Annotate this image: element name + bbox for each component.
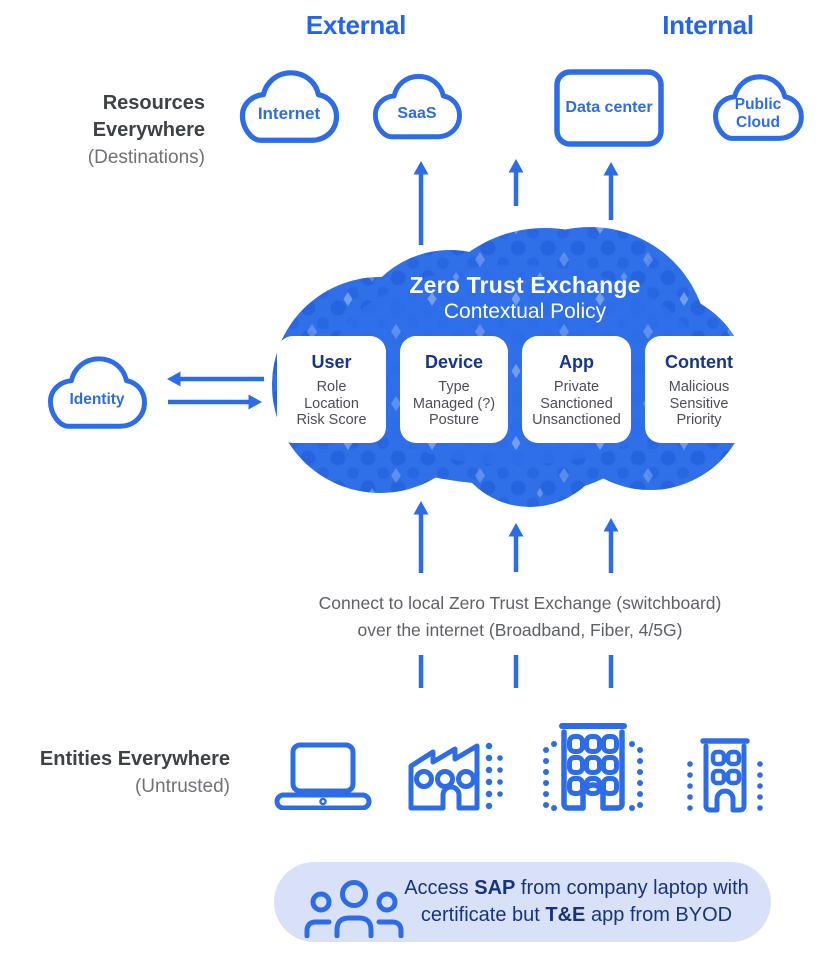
exchange-title-block: Zero Trust Exchange Contextual Policy bbox=[330, 272, 720, 325]
callout-line2: certificate but T&E app from BYOD bbox=[402, 902, 751, 929]
resources-everywhere-title: Resources Everywhere bbox=[92, 92, 205, 141]
office-building-icon bbox=[538, 718, 648, 814]
saas-cloud-icon: SaaS bbox=[366, 64, 468, 150]
branch-building-icon bbox=[683, 734, 767, 816]
identity-label: Identity bbox=[69, 391, 125, 409]
connect-note: Connect to local Zero Trust Exchange (sw… bbox=[250, 590, 790, 644]
data-center-label: Data center bbox=[565, 98, 653, 116]
user-card: User Role Location Risk Score bbox=[277, 336, 386, 443]
device-card-item: Posture bbox=[429, 412, 479, 428]
identity-cloud-icon: Identity bbox=[40, 345, 154, 441]
callout-line2-post: app from BYOD bbox=[585, 904, 733, 926]
callout-text: Access SAP from company laptop with cert… bbox=[402, 875, 751, 929]
user-card-item: Risk Score bbox=[296, 412, 367, 428]
user-card-item: Location bbox=[304, 395, 359, 412]
content-card-item: Malicious bbox=[668, 379, 730, 395]
laptop-icon bbox=[273, 742, 373, 810]
callout-line2-pre: certificate but bbox=[420, 904, 546, 926]
exchange-title: Zero Trust Exchange bbox=[409, 272, 641, 298]
content-card-item: Sensitive bbox=[669, 395, 729, 412]
connect-note-line2: over the internet (Broadband, Fiber, 4/5… bbox=[357, 620, 683, 640]
app-card-title: App bbox=[559, 352, 594, 372]
callout-line2-bold: T&E bbox=[545, 904, 586, 926]
internet-cloud-icon: Internet bbox=[232, 64, 346, 150]
callout-banner: Access SAP from company laptop with cert… bbox=[274, 862, 771, 942]
app-card-item: Unsanctioned bbox=[532, 412, 621, 428]
callout-line1-post: from company laptop with bbox=[515, 877, 749, 899]
app-card: App Private Sanctioned Unsanctioned bbox=[522, 336, 631, 443]
exchange-subtitle: Contextual Policy bbox=[443, 300, 607, 323]
factory-icon bbox=[405, 734, 505, 812]
resources-destinations-subtitle: (Destinations) bbox=[87, 147, 205, 168]
public-cloud-icon: Public Cloud bbox=[706, 64, 810, 152]
entities-everywhere-title: Entities Everywhere bbox=[39, 748, 230, 770]
app-card-item: Private bbox=[553, 379, 600, 395]
content-card-title: Content bbox=[665, 352, 733, 372]
device-card: Device Type Managed (?) Posture bbox=[400, 336, 508, 443]
content-card: Content Malicious Sensitive Priority bbox=[645, 336, 753, 443]
data-center-icon: Data center bbox=[553, 68, 665, 148]
public-cloud-line1: Public bbox=[734, 96, 782, 114]
internet-label: Internet bbox=[257, 104, 321, 124]
app-card-item: Sanctioned bbox=[540, 395, 613, 412]
user-card-item: Role bbox=[316, 379, 347, 395]
people-group-icon bbox=[304, 880, 404, 938]
resources-everywhere-label: Resources Everywhere (Destinations) bbox=[0, 90, 205, 171]
internal-header: Internal bbox=[662, 10, 754, 40]
callout-line1: Access SAP from company laptop with bbox=[402, 875, 751, 902]
entities-untrusted-subtitle: (Untrusted) bbox=[134, 776, 230, 797]
external-header: External bbox=[305, 10, 407, 40]
public-cloud-label: Public Cloud bbox=[706, 64, 810, 152]
callout-line1-pre: Access bbox=[404, 877, 475, 899]
connect-note-line1: Connect to local Zero Trust Exchange (sw… bbox=[318, 593, 722, 613]
device-card-title: Device bbox=[424, 352, 484, 372]
user-card-title: User bbox=[311, 352, 352, 372]
saas-label: SaaS bbox=[397, 104, 437, 122]
content-card-item: Priority bbox=[676, 412, 722, 428]
device-card-item: Managed (?) bbox=[412, 395, 496, 412]
public-cloud-line2: Cloud bbox=[736, 114, 780, 131]
entities-everywhere-label: Entities Everywhere (Untrusted) bbox=[0, 746, 230, 800]
device-card-item: Type bbox=[438, 379, 470, 395]
callout-line1-bold: SAP bbox=[474, 877, 516, 899]
